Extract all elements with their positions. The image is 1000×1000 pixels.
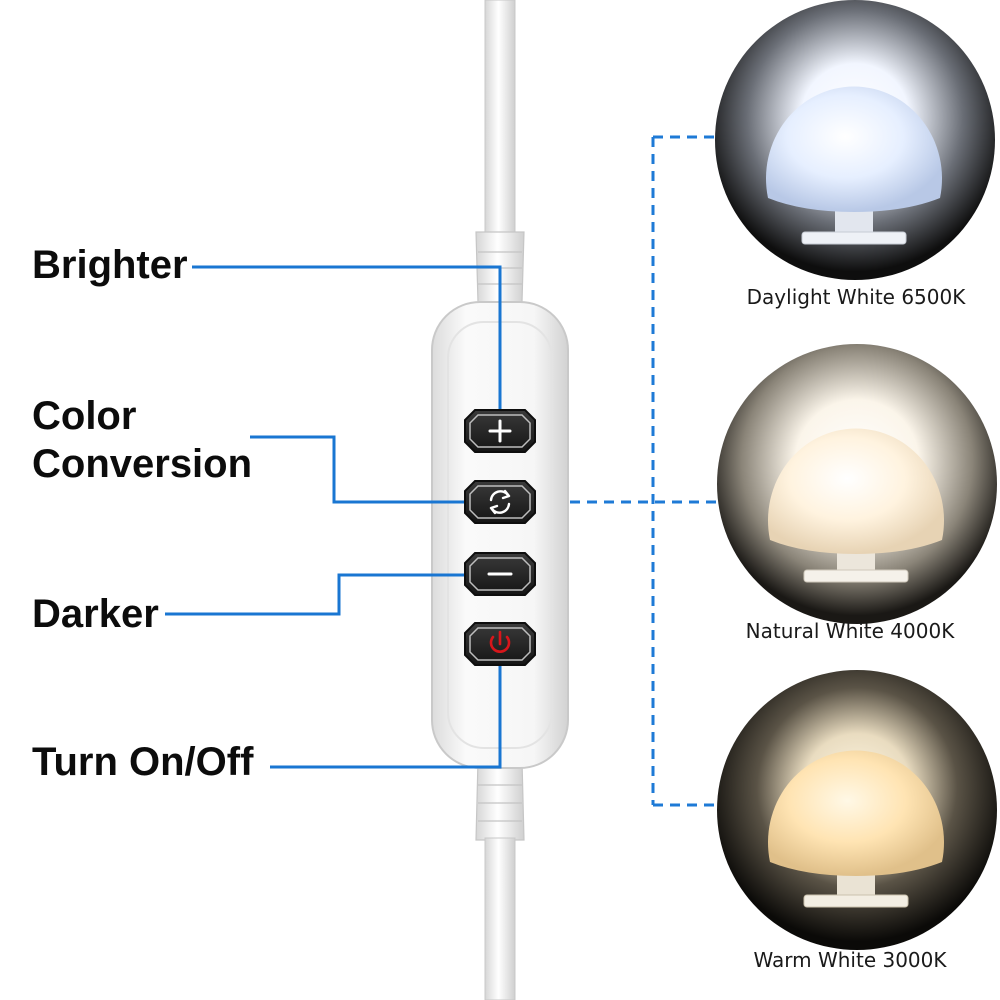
label-brighter: Brighter	[32, 243, 188, 287]
darker-button[interactable]	[464, 552, 536, 596]
color-cycle-dashed-connector	[536, 135, 720, 807]
leader-line-color-conversion	[250, 435, 500, 504]
leader-line-power	[270, 645, 502, 769]
label-color-line2: Conversion	[32, 442, 253, 486]
label-color-line1: Color	[32, 394, 137, 438]
cable-bottom	[475, 759, 525, 1000]
caption-daylight-white: Daylight White 6500K	[746, 285, 966, 309]
caption-natural-white: Natural White 4000K	[745, 619, 955, 643]
plus-icon	[488, 419, 512, 443]
power-icon	[489, 630, 511, 653]
bulb-natural-white	[717, 344, 997, 624]
leader-line-brighter	[192, 265, 502, 430]
brighter-button[interactable]	[464, 409, 536, 453]
color-conversion-button[interactable]	[464, 480, 536, 524]
bulb-daylight-white	[715, 0, 995, 280]
label-darker: Darker	[32, 592, 159, 636]
power-button[interactable]	[464, 622, 536, 666]
label-color-conversion: Color Conversion	[32, 392, 252, 488]
leader-line-darker	[165, 573, 500, 616]
label-turn-on-off: Turn On/Off	[32, 740, 254, 784]
cable-top	[475, 0, 525, 303]
leader-lines	[165, 265, 502, 769]
bulb-warm-white	[717, 670, 997, 950]
cycle-arrows-icon	[489, 489, 511, 515]
caption-warm-white: Warm White 3000K	[753, 948, 947, 972]
